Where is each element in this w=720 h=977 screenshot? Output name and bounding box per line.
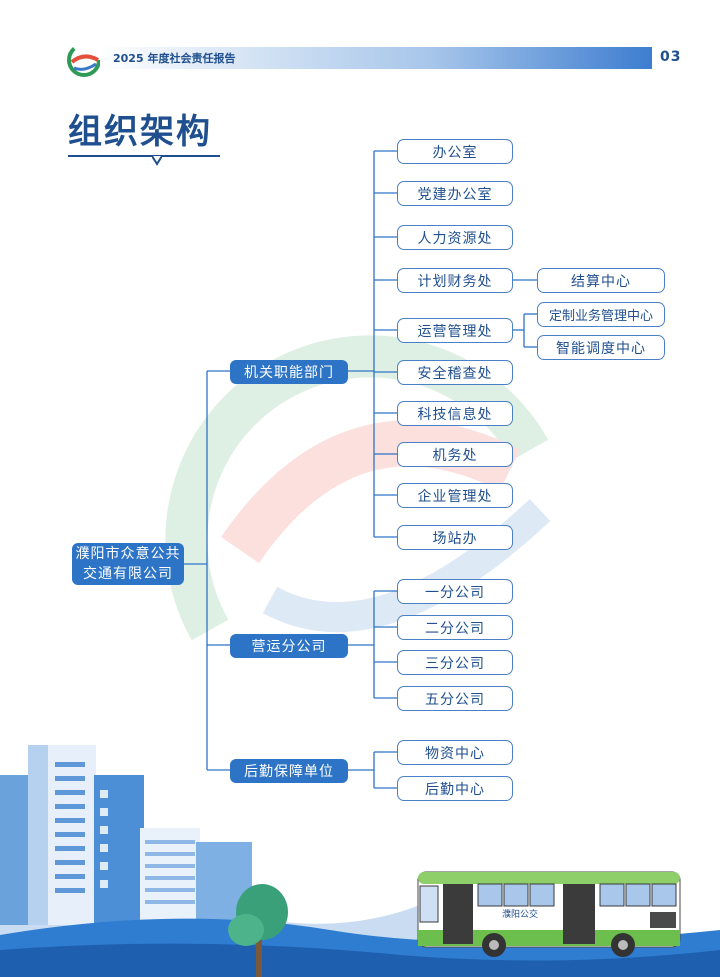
department-box: 机务处 bbox=[397, 442, 513, 467]
header-bar bbox=[100, 47, 652, 69]
department-box: 科技信息处 bbox=[397, 401, 513, 426]
sub-unit-box: 定制业务管理中心 bbox=[537, 302, 665, 327]
org-root-box: 濮阳市众意公共 交通有限公司 bbox=[72, 543, 184, 585]
department-box: 人力资源处 bbox=[397, 225, 513, 250]
department-box: 计划财务处 bbox=[397, 268, 513, 293]
department-box: 党建办公室 bbox=[397, 181, 513, 206]
sub-unit-box: 结算中心 bbox=[537, 268, 665, 293]
group-box: 后勤保障单位 bbox=[230, 759, 348, 783]
title-notch bbox=[152, 156, 162, 166]
department-box: 三分公司 bbox=[397, 650, 513, 675]
title-underline bbox=[68, 155, 220, 157]
page-number: 03 bbox=[660, 49, 682, 65]
group-box: 机关职能部门 bbox=[230, 360, 348, 384]
department-box: 二分公司 bbox=[397, 615, 513, 640]
org-root-line1: 濮阳市众意公共 bbox=[75, 546, 181, 562]
department-box: 物资中心 bbox=[397, 740, 513, 765]
group-box: 营运分公司 bbox=[230, 634, 348, 658]
report-title: 2025 年度社会责任报告 bbox=[113, 52, 236, 65]
sub-unit-box: 智能调度中心 bbox=[537, 335, 665, 360]
department-box: 一分公司 bbox=[397, 579, 513, 604]
department-box: 后勤中心 bbox=[397, 776, 513, 801]
department-box: 五分公司 bbox=[397, 686, 513, 711]
company-logo bbox=[67, 43, 101, 77]
department-box: 场站办 bbox=[397, 525, 513, 550]
department-box: 安全稽查处 bbox=[397, 360, 513, 385]
department-box: 办公室 bbox=[397, 139, 513, 164]
department-box: 企业管理处 bbox=[397, 483, 513, 508]
org-root-line2: 交通有限公司 bbox=[83, 566, 173, 582]
section-title: 组织架构 bbox=[68, 112, 212, 152]
city-scenery bbox=[0, 745, 720, 977]
bus-sign: 濮阳公交 bbox=[494, 908, 546, 922]
department-box: 运营管理处 bbox=[397, 318, 513, 343]
